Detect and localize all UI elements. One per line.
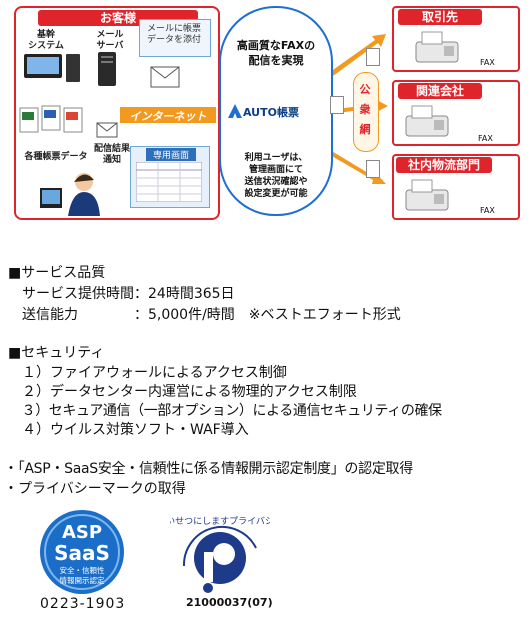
fax-paper-icon-1 (366, 48, 380, 66)
recipient-title-3: 社内物流部門 (396, 157, 492, 173)
recipient-title-2: 関連会社 (398, 83, 482, 99)
security-item-2: ２）データセンター内運営による物理的アクセス制限 (8, 384, 357, 400)
security-item-1: １）ファイアウォールによるアクセス制御 (8, 365, 287, 381)
mail-note-label: メールに帳票 データを添付 (146, 24, 201, 45)
security-heading: ■セキュリティ (8, 345, 105, 361)
fax-machine-icon (405, 179, 449, 211)
delivery-result-label: 配信結果 通知 (93, 144, 130, 165)
svg-text:たいせつにしますプライバシー: たいせつにしますプライバシー (170, 516, 270, 527)
security-item-3: ３）セキュア通信（一部オプション）による通信セキュリティの確保 (8, 403, 442, 419)
fax-paper-icon-2 (330, 96, 344, 114)
service-line-2: 送信能力 ：5,000件/時間 ※ベストエフォート形式 (8, 307, 401, 323)
screen-table-icon (136, 162, 202, 202)
privacy-mark-icon: たいせつにしますプライバシー (170, 516, 270, 593)
fax-machine-icon (405, 105, 449, 137)
svg-text:ASP: ASP (62, 522, 102, 543)
core-system-label: 基幹 システム (28, 30, 64, 51)
public-line-label: 公 衆 網 (359, 83, 371, 136)
mail-note-box (139, 19, 211, 57)
auto-logo-icon (228, 104, 242, 118)
svg-text:SaaS: SaaS (54, 541, 110, 565)
fax-label-1: FAX (480, 58, 495, 67)
service-heading: ■サービス品質 (8, 265, 106, 281)
mail-server-label: メール サーバ (96, 30, 124, 51)
diagram: お客様 基幹 システム メール サーバ 各種帳票データ 配信結果 通知 メー (0, 0, 531, 228)
user-icon (40, 173, 100, 216)
cert-line-1: ・「ASP・SaaS安全・信頼性に係る情報開示認定制度」の認定取得 (4, 461, 413, 477)
fax-label-3: FAX (480, 206, 495, 215)
server-icon (98, 52, 116, 86)
recipient-title-1: 取引先 (398, 9, 482, 25)
internet-label: インターネット (129, 110, 207, 123)
fax-paper-icon-3 (366, 160, 380, 178)
asp-cert-id: 0223-1903 (40, 596, 126, 612)
service-line-1: サービス提供時間：24時間365日 (8, 286, 235, 302)
svg-text:情報開示認定: 情報開示認定 (60, 575, 105, 585)
fax-machine-icon (415, 31, 459, 63)
mail-envelope-icon (150, 66, 180, 88)
security-item-4: ４）ウイルス対策ソフト・WAF導入 (8, 422, 249, 438)
public-line-box (353, 72, 379, 152)
asp-saas-logo-icon: ASP SaaS 安全・信頼性 情報開示認定 (40, 510, 124, 594)
computer-icon (24, 54, 80, 82)
dedicated-screen-title: 専用画面 (146, 148, 196, 161)
internet-band (120, 107, 216, 123)
documents-icon (19, 105, 83, 133)
svg-text:安全・信頼性: 安全・信頼性 (60, 565, 105, 575)
to-recipient-1 (330, 34, 386, 76)
privacy-mark-id: 21000037(07) (186, 596, 273, 609)
fax-label-2: FAX (478, 134, 493, 143)
center-headline: 高画質なFAXの 配信を実現 (236, 39, 316, 67)
envelope-icon (96, 122, 118, 138)
product-name: AUTO帳票 (243, 106, 299, 119)
form-data-label: 各種帳票データ (24, 152, 88, 162)
user-note: 利用ユーザは、 管理画面にて 送信状況確認や 設定変更が可能 (244, 153, 308, 199)
cert-line-2: ・プライバシーマークの取得 (4, 481, 186, 497)
